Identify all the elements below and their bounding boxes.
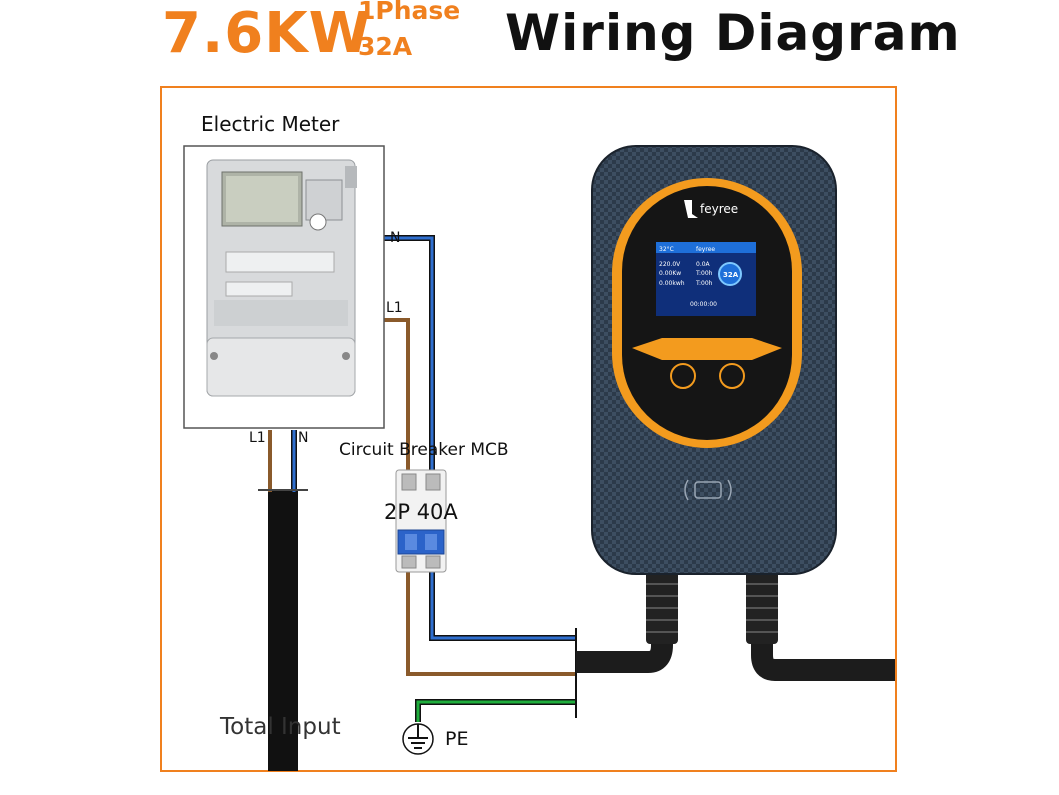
mcb-breaker <box>395 469 447 573</box>
diagram-frame <box>160 86 897 772</box>
wire-tag-meter-out-n: N <box>390 230 401 246</box>
breaker-rating: 2P 40A <box>384 500 458 524</box>
screen-temp: 32°C <box>659 246 674 253</box>
screen-time-1: T:00h <box>695 270 713 277</box>
cable-gland-left <box>646 570 678 644</box>
ground-wire <box>415 699 576 722</box>
charger-brand: feyree <box>700 202 738 216</box>
screen-time-2: T:00h <box>695 280 713 287</box>
screen-energy: 0.00kwh <box>659 280 685 287</box>
rfid-card-icon <box>694 481 722 499</box>
screen-amps: 32A <box>723 271 739 279</box>
wire-tag-meter-in-l1: L1 <box>249 430 266 446</box>
total-input-cable <box>258 430 308 771</box>
total-input-label: Total Input <box>220 714 341 740</box>
wire-tag-meter-in-n: N <box>298 430 309 446</box>
ground-symbol-icon <box>402 723 434 755</box>
wire-tag-meter-out-l1: L1 <box>386 300 403 316</box>
breaker-label: Circuit Breaker MCB <box>339 440 509 460</box>
charger-timer-button-icon <box>719 363 745 389</box>
charger-input-cable <box>576 590 673 673</box>
header-phase: 1Phase <box>358 0 461 25</box>
screen-voltage: 220.0V <box>659 261 681 268</box>
meter-label: Electric Meter <box>201 112 340 136</box>
screen-brand: feyree <box>696 246 715 253</box>
header-title: Wiring Diagram <box>505 4 961 62</box>
screen-current: 0.0A <box>696 261 711 268</box>
charger-accent-bar <box>632 338 782 360</box>
header-power-rating: 7.6KW <box>162 1 372 66</box>
feyree-logo-icon <box>684 200 698 218</box>
screen-timer: 00:00:00 <box>690 301 717 308</box>
header-current: 32A <box>358 32 413 61</box>
electric-meter <box>183 145 385 429</box>
cable-gland-right <box>746 570 778 644</box>
neutral-wire <box>384 235 576 641</box>
screen-power: 0.00Kw <box>659 270 681 277</box>
live-wire <box>384 318 576 676</box>
charger-amps-button-icon <box>670 363 696 389</box>
ev-charger <box>591 145 837 575</box>
charger-output-cable <box>751 590 895 681</box>
ground-label: PE <box>445 728 469 750</box>
